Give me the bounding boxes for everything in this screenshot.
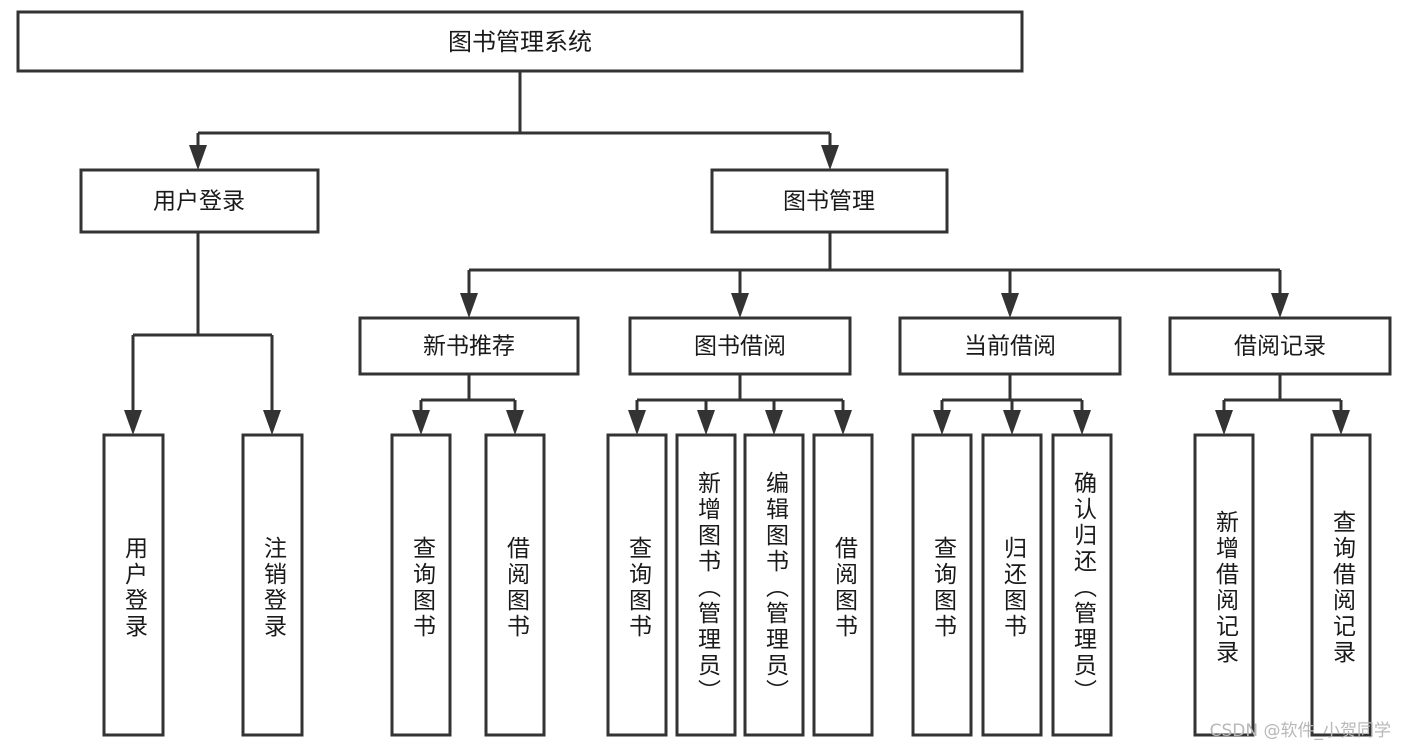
node-leaf-query-book-1-box[interactable] xyxy=(390,433,452,737)
arrow-to-leaf-add-book-icon xyxy=(697,410,715,435)
node-leaf-edit-book-label: 编辑图书（管理员） xyxy=(762,471,790,705)
node-book-management[interactable]: 图书管理 xyxy=(710,168,949,234)
node-leaf-borrow-book-1[interactable]: 借阅图书 xyxy=(484,433,546,737)
arrow-to-leaf-borrow-book-1-icon xyxy=(506,410,524,435)
node-leaf-edit-book-box[interactable] xyxy=(743,433,805,737)
node-leaf-edit-book[interactable]: 编辑图书（管理员） xyxy=(743,433,805,737)
node-leaf-user-login[interactable]: 用户登录 xyxy=(102,433,165,737)
arrow-to-current-borrow-icon xyxy=(1001,293,1019,318)
node-leaf-logout-login[interactable]: 注销登录 xyxy=(241,433,304,737)
arrow-to-leaf-borrow-book-2-icon xyxy=(834,410,852,435)
node-leaf-user-login-label: 用户登录 xyxy=(121,536,149,640)
node-user-login-label: 用户登录 xyxy=(153,189,245,215)
arrow-to-user-login-icon xyxy=(189,145,207,170)
node-leaf-add-record-box[interactable] xyxy=(1193,433,1255,737)
node-leaf-query-book-2-box[interactable] xyxy=(606,433,668,737)
node-leaf-confirm-return-label: 确认归还（管理员） xyxy=(1070,471,1098,705)
node-book-borrow-box[interactable] xyxy=(628,316,852,376)
node-leaf-borrow-book-2-box[interactable] xyxy=(812,433,874,737)
node-leaf-user-login-box[interactable] xyxy=(102,433,165,737)
arrow-to-leaf-query-book-1-icon xyxy=(412,410,430,435)
node-leaf-confirm-return[interactable]: 确认归还（管理员） xyxy=(1051,433,1113,737)
node-new-book-recommend-label: 新书推荐 xyxy=(423,334,515,360)
node-leaf-logout-login-label: 注销登录 xyxy=(260,536,288,640)
node-leaf-add-record-label: 新增借阅记录 xyxy=(1212,510,1240,666)
node-current-borrow-label: 当前借阅 xyxy=(964,334,1056,360)
node-leaf-return-book[interactable]: 归还图书 xyxy=(981,433,1043,737)
node-book-borrow[interactable]: 图书借阅 xyxy=(628,316,852,376)
arrow-to-leaf-query-book-2-icon xyxy=(628,410,646,435)
node-leaf-query-book-2-label: 查询图书 xyxy=(625,536,653,640)
node-new-book-recommend[interactable]: 新书推荐 xyxy=(358,316,580,376)
arrow-to-new-book-recommend-icon xyxy=(460,293,478,318)
node-leaf-return-book-label: 归还图书 xyxy=(1000,536,1028,640)
node-leaf-borrow-book-2[interactable]: 借阅图书 xyxy=(812,433,874,737)
node-root-label: 图书管理系统 xyxy=(448,28,592,56)
node-book-management-box[interactable] xyxy=(710,168,949,234)
node-leaf-add-book[interactable]: 新增图书（管理员） xyxy=(675,433,737,737)
node-borrow-record[interactable]: 借阅记录 xyxy=(1168,316,1392,376)
node-leaf-borrow-book-1-label: 借阅图书 xyxy=(503,536,531,640)
node-leaf-query-book-2[interactable]: 查询图书 xyxy=(606,433,668,737)
node-leaf-query-record-label: 查询借阅记录 xyxy=(1329,510,1357,666)
arrow-to-leaf-return-book-icon xyxy=(1003,410,1021,435)
node-leaf-query-book-1-label: 查询图书 xyxy=(409,536,437,640)
node-borrow-record-label: 借阅记录 xyxy=(1234,334,1326,360)
node-root-box[interactable] xyxy=(16,10,1024,73)
node-leaf-query-record[interactable]: 查询借阅记录 xyxy=(1310,433,1372,737)
node-leaf-query-book-3-box[interactable] xyxy=(911,433,973,737)
node-leaf-confirm-return-box[interactable] xyxy=(1051,433,1113,737)
node-leaf-add-record[interactable]: 新增借阅记录 xyxy=(1193,433,1255,737)
arrow-to-borrow-record-icon xyxy=(1271,293,1289,318)
arrow-to-leaf-confirm-return-icon xyxy=(1073,410,1091,435)
node-leaf-borrow-book-2-label: 借阅图书 xyxy=(831,536,859,640)
node-current-borrow-box[interactable] xyxy=(898,316,1122,376)
arrow-to-leaf-add-record-icon xyxy=(1215,410,1233,435)
node-user-login[interactable]: 用户登录 xyxy=(79,168,320,234)
arrow-to-leaf-query-book-3-icon xyxy=(933,410,951,435)
node-book-borrow-label: 图书借阅 xyxy=(694,334,786,360)
node-leaf-query-book-3-label: 查询图书 xyxy=(930,536,958,640)
node-leaf-logout-login-box[interactable] xyxy=(241,433,304,737)
arrow-to-book-borrow-icon xyxy=(731,293,749,318)
node-current-borrow[interactable]: 当前借阅 xyxy=(898,316,1122,376)
arrow-to-leaf-logout-login-icon xyxy=(263,410,281,435)
node-leaf-return-book-box[interactable] xyxy=(981,433,1043,737)
arrow-to-book-management-icon xyxy=(821,145,839,170)
node-leaf-query-book-3[interactable]: 查询图书 xyxy=(911,433,973,737)
node-borrow-record-box[interactable] xyxy=(1168,316,1392,376)
node-leaf-borrow-book-1-box[interactable] xyxy=(484,433,546,737)
node-root-book-management-system[interactable]: 图书管理系统 xyxy=(16,10,1024,73)
arrow-to-leaf-query-record-icon xyxy=(1332,410,1350,435)
node-leaf-add-book-label: 新增图书（管理员） xyxy=(694,471,722,705)
node-new-book-recommend-box[interactable] xyxy=(358,316,580,376)
node-leaf-query-record-box[interactable] xyxy=(1310,433,1372,737)
node-book-management-label: 图书管理 xyxy=(783,189,875,215)
connector-layer xyxy=(124,71,1350,435)
node-leaf-add-book-box[interactable] xyxy=(675,433,737,737)
node-leaf-query-book-1[interactable]: 查询图书 xyxy=(390,433,452,737)
arrow-to-leaf-edit-book-icon xyxy=(765,410,783,435)
node-user-login-box[interactable] xyxy=(79,168,320,234)
arrow-to-leaf-user-login-icon xyxy=(124,410,142,435)
